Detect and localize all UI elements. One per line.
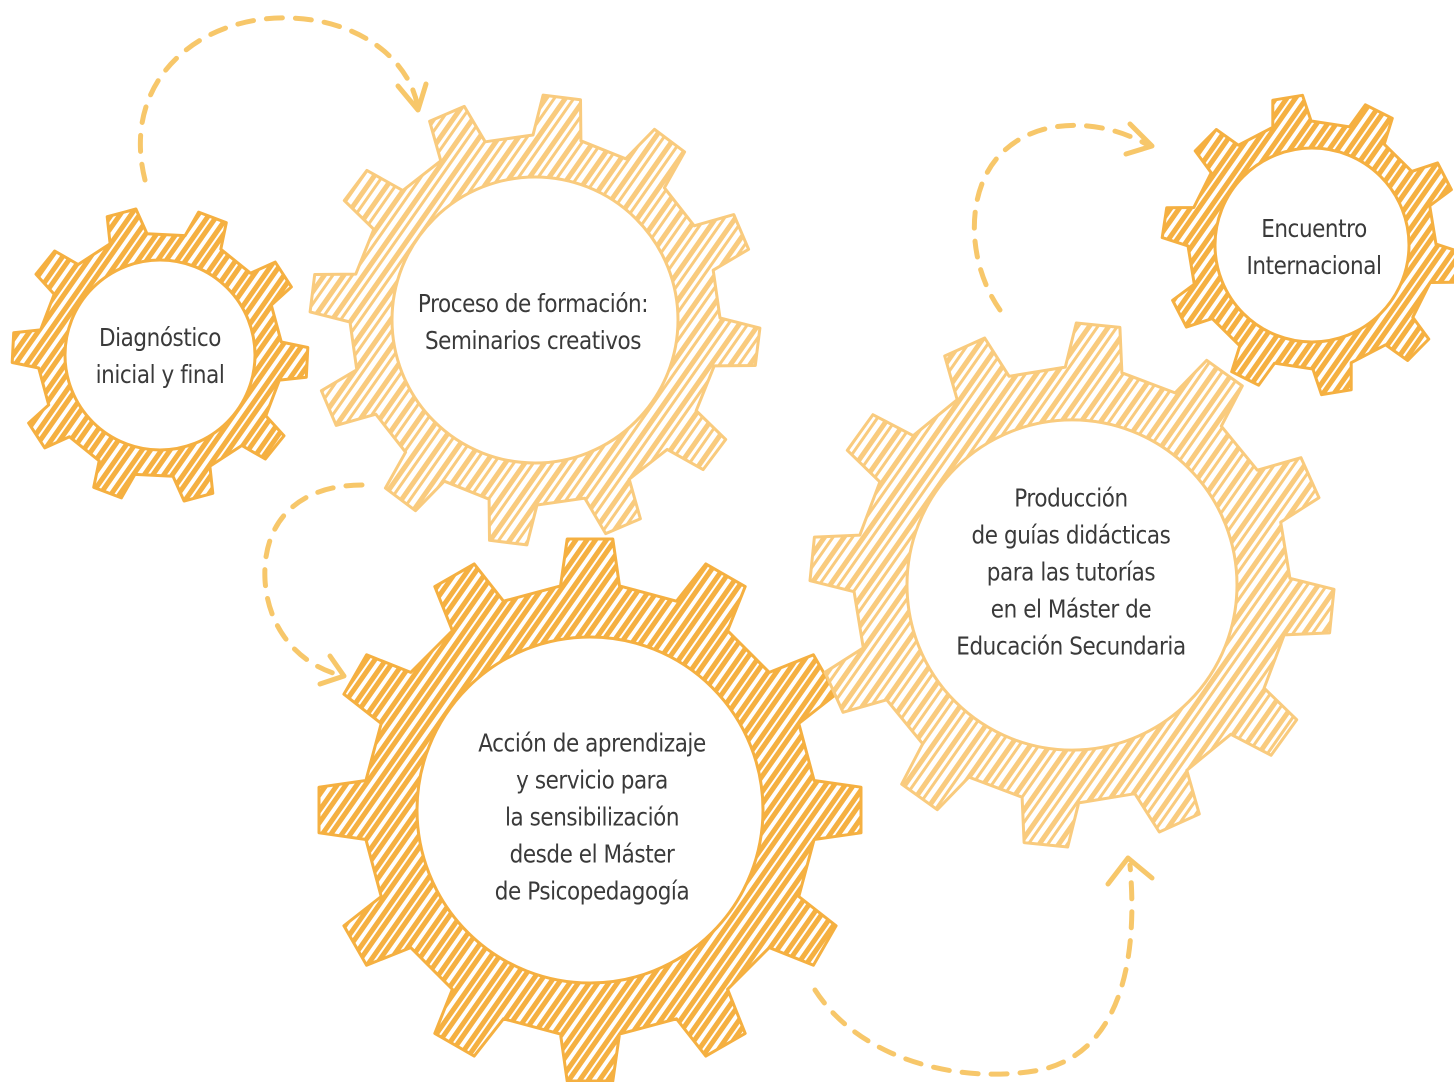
gear-accion (317, 537, 863, 1082)
gear-label-line: Educación Secundaria (956, 631, 1186, 661)
gear-label-line: Internacional (1246, 251, 1382, 280)
arrow-accion-to-produccion (812, 855, 1155, 1077)
gear-label-line: Seminarios creativos (424, 326, 642, 355)
gear-diagnostico (10, 207, 310, 503)
gear-produccion (808, 321, 1336, 849)
gear-label-accion: Acción de aprendizaje y servicio para la… (478, 725, 706, 910)
arrow-proceso-to-accion (262, 482, 365, 687)
gear-label-line: de Psicopedagogía (494, 876, 690, 906)
gear-label-line: la sensibilización (504, 802, 680, 832)
gear-label-line: de guías didácticas (971, 520, 1171, 550)
arrow-diagnostico-to-proceso (137, 15, 429, 183)
gear-label-line: Encuentro (1261, 214, 1367, 243)
gear-label-diagnostico: Diagnóstico inicial y final (96, 319, 225, 393)
arrow-produccion-to-encuentro (971, 121, 1155, 313)
gear-label-line: Acción de aprendizaje (478, 728, 706, 758)
gear-label-line: Proceso de formación: (417, 289, 649, 318)
gear-label-produccion: Producción de guías didácticas para las … (956, 480, 1186, 665)
gear-proceso (308, 93, 762, 547)
gear-label-line: Producción (1014, 483, 1128, 513)
gear-label-line: para las tutorías (986, 557, 1156, 587)
gear-label-line: Diagnóstico (99, 323, 221, 352)
gear-encuentro (1160, 93, 1454, 397)
gear-label-line: desde el Máster (509, 839, 675, 869)
gear-label-encuentro: Encuentro Internacional (1246, 210, 1381, 284)
gear-label-line: inicial y final (95, 360, 225, 389)
gear-label-proceso: Proceso de formación: Seminarios creativ… (417, 285, 649, 359)
gear-label-line: en el Máster de (990, 594, 1152, 624)
gear-label-line: y servicio para (516, 765, 668, 795)
